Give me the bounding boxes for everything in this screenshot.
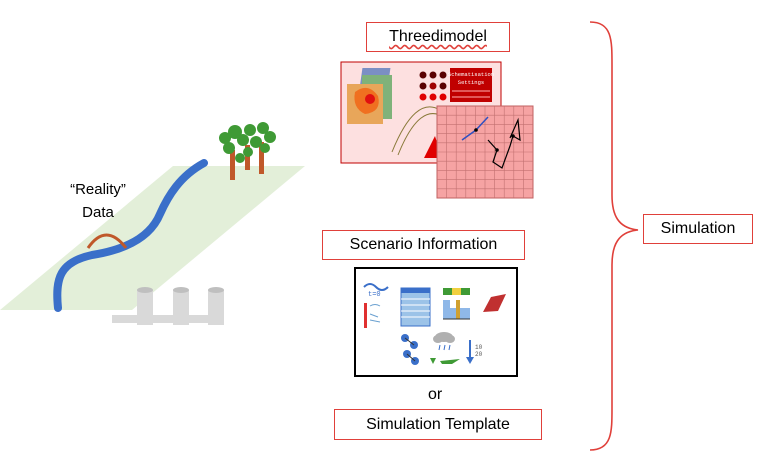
boundary-icon — [483, 294, 506, 312]
reality-label-line2: Data — [82, 204, 114, 221]
discharge-arrow-icon — [466, 340, 474, 364]
dots-grid — [419, 71, 447, 101]
or-text: or — [428, 386, 443, 403]
bridge-arc — [86, 233, 128, 249]
pump-station — [112, 287, 224, 325]
grid-panel — [436, 105, 534, 199]
scenario-information-label: Scenario Information — [322, 230, 525, 260]
timestep-label: t=0 — [368, 291, 381, 299]
simulation-template-text: Simulation Template — [366, 415, 510, 433]
settings-panel-line1: Schematisation — [448, 71, 494, 78]
threedimodel-illustration: Schematisation Settings — [340, 61, 534, 199]
schematisation-settings-panel — [450, 68, 492, 102]
threedimodel-label: Threedimodel — [366, 22, 510, 52]
reality-label-line1: “Reality” — [70, 181, 126, 198]
simulation-text: Simulation — [660, 220, 736, 237]
simulation-label: Simulation — [643, 214, 753, 244]
trees — [219, 122, 276, 180]
structure-icon — [443, 288, 470, 320]
settings-panel-line2: Settings — [458, 79, 484, 86]
scenario-illustration: t=0 — [354, 267, 518, 377]
ground-plane — [0, 166, 305, 310]
simulation-template-label: Simulation Template — [334, 409, 542, 440]
threedimodel-text: Threedimodel — [389, 28, 487, 45]
pumps-icon — [401, 334, 419, 365]
brace — [589, 21, 639, 451]
rain-icon — [430, 332, 460, 364]
icon-value-20: 20 — [475, 351, 483, 358]
reality-scene: “Reality” Data — [0, 122, 305, 325]
scenario-information-text: Scenario Information — [349, 236, 498, 253]
river — [53, 159, 208, 312]
data-table-icon — [400, 287, 431, 327]
icon-value-10: 10 — [475, 344, 483, 351]
